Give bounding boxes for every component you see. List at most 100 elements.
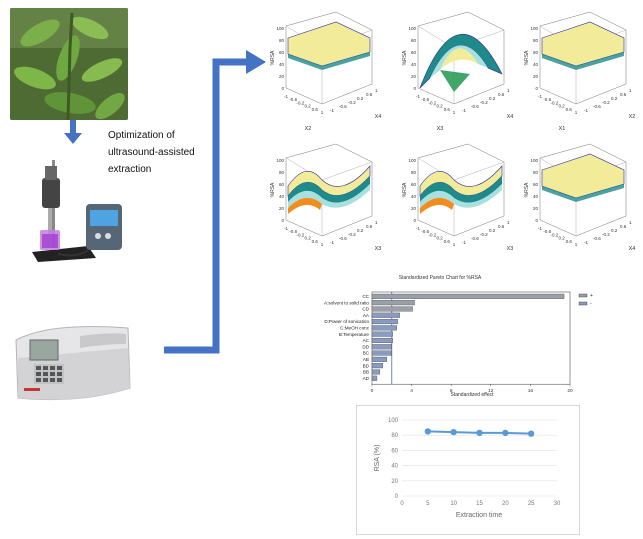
pareto-bar [371, 312, 400, 318]
z-tick-label: 60 [533, 50, 539, 55]
pareto-legend-minus: - [590, 301, 592, 307]
x-tick-label: -0.2 [297, 232, 305, 237]
surface-side [542, 184, 624, 202]
y-tick-label: 1 [507, 88, 510, 93]
pareto-category-label: A:solvent to solid ratio [324, 300, 369, 305]
x-tick-label: -0.6 [421, 97, 429, 102]
pareto-category-label: AC [363, 338, 370, 343]
z-tick-label: 40 [279, 62, 285, 67]
surface-band [288, 176, 370, 203]
pareto-category-label: DD [362, 344, 369, 349]
z-tick-label: 60 [411, 50, 417, 55]
pareto-category-label: CD [362, 307, 369, 312]
x-tick-label: -0.2 [551, 232, 559, 237]
x-tick-label: -0.6 [543, 229, 551, 234]
y-tick-label: 0.2 [357, 228, 364, 233]
z-axis-label: %RSA [270, 182, 276, 197]
x-tick-label: -1 [284, 226, 288, 231]
plot-box [285, 11, 373, 105]
x-tick-label: -0.2 [297, 100, 305, 105]
line-xtick-label: 20 [502, 501, 509, 507]
pareto-frame [371, 291, 571, 385]
pareto-title: Standardized Pareto Chart for %RSA [399, 275, 482, 281]
line-xtick-label: 0 [400, 501, 404, 507]
surface-side [288, 52, 370, 70]
x-tick-label: -0.6 [289, 97, 297, 102]
z-tick-label: 100 [530, 158, 538, 163]
pareto-bar [371, 363, 384, 369]
z-tick-label: 60 [279, 182, 285, 187]
pareto-bar [371, 319, 398, 325]
x-tick-label: 0.2 [558, 236, 565, 241]
y-tick-label: 1 [375, 220, 378, 225]
z-tick-label: 20 [279, 206, 285, 211]
rsa-data-point [424, 428, 432, 435]
surface-side [542, 52, 624, 70]
y-tick-label: 0.2 [489, 96, 496, 101]
z-axis-label: %RSA [402, 50, 408, 65]
y-tick-label: -0.2 [480, 232, 488, 237]
plot-box [417, 11, 505, 105]
z-axis-label: %RSA [524, 182, 530, 197]
line-xtick-label: 30 [554, 501, 561, 507]
pareto-tick-label: 8 [450, 388, 453, 394]
pareto-xlabel: Standardized effect [451, 392, 495, 398]
pareto-category-label: BD [363, 363, 370, 368]
pareto-category-label: AB [363, 357, 369, 362]
y-tick-label: 0.6 [498, 224, 505, 229]
spectrophotometer-image [10, 318, 132, 406]
pareto-bar [371, 331, 393, 337]
z-tick-label: 20 [411, 74, 417, 79]
x-tick-label: -0.2 [429, 100, 437, 105]
plot-box-edge [321, 161, 373, 181]
line-ytick-label: 60 [391, 448, 398, 454]
x-tick-label: -0.2 [429, 232, 437, 237]
y-tick-label: 0.6 [620, 224, 627, 229]
pareto-bar [371, 337, 393, 343]
y-axis-label: X3 [375, 246, 382, 252]
plant-photo [10, 8, 128, 120]
x-tick-label: 1 [575, 242, 578, 247]
line-xlabel: Extraction time [456, 512, 502, 519]
x-tick-label: -1 [538, 94, 542, 99]
y-tick-label: -0.6 [471, 236, 479, 241]
x-tick-label: 0.2 [558, 104, 565, 109]
x-tick-label: -1 [416, 226, 420, 231]
y-tick-label: 0.6 [620, 92, 627, 97]
y-tick-label: -0.2 [602, 232, 610, 237]
x-tick-label: -1 [284, 94, 288, 99]
flow-arrow [164, 50, 266, 354]
surface-plot-6: 020406080100-1-0.6-0.20.20.61-1-0.6-0.20… [524, 143, 635, 264]
pareto-bar [371, 369, 381, 375]
y-tick-label: 0.2 [611, 96, 618, 101]
z-tick-label: 40 [279, 194, 285, 199]
rsa-data-point [502, 429, 509, 437]
line-xtick-label: 5 [426, 501, 430, 507]
x-tick-label: 0.6 [444, 107, 451, 112]
line-ytick-label: 0 [395, 494, 399, 500]
surface-band [288, 197, 322, 214]
plot-box [417, 143, 505, 237]
plot-box [539, 11, 627, 105]
x-tick-label: 1 [453, 242, 456, 247]
y-tick-label: -1 [584, 240, 588, 245]
line-ytick-label: 40 [391, 464, 398, 470]
line-xtick-label: 15 [476, 501, 483, 507]
z-tick-label: 80 [533, 38, 539, 43]
z-tick-label: 0 [281, 218, 284, 223]
surface-band [430, 45, 488, 78]
x-tick-label: 1 [321, 110, 324, 115]
pareto-category-label: B:Temperature [339, 332, 370, 337]
z-tick-label: 0 [535, 218, 538, 223]
y-tick-label: 1 [375, 88, 378, 93]
pareto-category-label: AD [363, 376, 370, 381]
y-tick-label: -1 [330, 108, 334, 113]
surface-band [440, 70, 470, 92]
line-ytick-label: 100 [388, 418, 399, 424]
pareto-tick-label: 16 [528, 388, 534, 394]
x-tick-label: -1 [538, 226, 542, 231]
pareto-bar [371, 300, 415, 306]
process-caption: Optimization of ultrasound-assisted extr… [108, 127, 216, 178]
y-tick-label: 0.6 [366, 92, 373, 97]
z-tick-label: 0 [413, 86, 416, 91]
